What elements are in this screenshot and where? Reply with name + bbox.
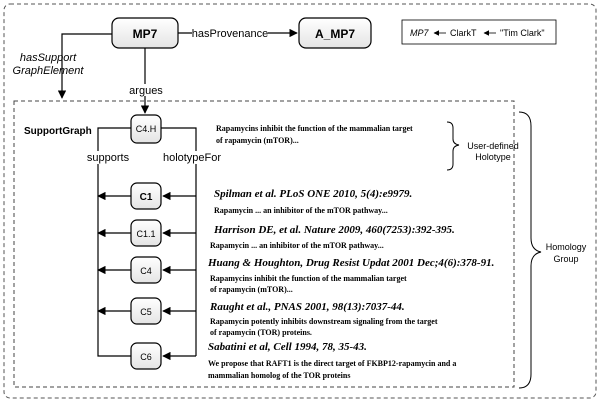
node-mp7-label: MP7 bbox=[133, 27, 158, 41]
outer-frame bbox=[3, 3, 597, 399]
reference-claim-line: mammalian homolog of the TOR proteins bbox=[208, 371, 350, 380]
edge-argues-label: argues bbox=[129, 85, 163, 97]
holotype-claim-line-2: of rapamycin (mTOR)... bbox=[216, 136, 299, 145]
node-c11-label: C1.1 bbox=[136, 229, 155, 239]
support-graph-title: SupportGraph bbox=[24, 126, 92, 137]
node-c5-label: C5 bbox=[140, 307, 152, 317]
reference-c5: Raught et al., PNAS 2001, 98(13):7037-44… bbox=[209, 301, 438, 337]
reference-citation: Spilman et al. PLoS ONE 2010, 5(4):e9979… bbox=[214, 188, 412, 200]
node-c5[interactable]: C5 bbox=[130, 297, 162, 325]
reference-citation: Huang & Houghton, Drug Resist Updat 2001… bbox=[207, 257, 494, 269]
reference-citation: Harrison DE, et al. Nature 2009, 460(725… bbox=[213, 224, 455, 236]
edge-supports-label: supports bbox=[87, 152, 130, 164]
reference-claim-line: Rapamycin ... an inhibitor of the mTOR p… bbox=[214, 206, 388, 215]
node-mp7[interactable]: MP7 bbox=[111, 17, 179, 49]
edge-has-support-label-1: hasSupport bbox=[20, 52, 77, 64]
edge-has-provenance-label: hasProvenance bbox=[192, 28, 268, 40]
support-graph-frame bbox=[13, 100, 515, 388]
holotype-claim-line-1: Rapamycins inhibit the function of the m… bbox=[216, 124, 413, 133]
user-defined-label-1: User-defined bbox=[467, 141, 519, 151]
edge-has-support-label-2: GraphElement bbox=[13, 65, 85, 77]
provenance-clarkt: ClarkT bbox=[450, 28, 477, 38]
node-c4h-label: C4.H bbox=[136, 124, 157, 134]
reference-c6: Sabatini et al, Cell 1994, 78, 35-43. We… bbox=[208, 341, 456, 380]
reference-citation: Sabatini et al, Cell 1994, 78, 35-43. bbox=[208, 341, 367, 353]
node-c6-label: C6 bbox=[140, 352, 152, 362]
node-a-mp7[interactable]: A_MP7 bbox=[298, 17, 372, 49]
user-defined-label-2: Holotype bbox=[475, 152, 511, 162]
reference-claim-line: of rapamycin (TOR) proteins. bbox=[210, 328, 312, 337]
node-c4h[interactable]: C4.H bbox=[130, 114, 162, 144]
node-c4[interactable]: C4 bbox=[130, 256, 162, 284]
reference-c4: Huang & Houghton, Drug Resist Updat 2001… bbox=[207, 257, 494, 294]
edge-has-support-graph-element bbox=[57, 33, 112, 99]
homology-brace bbox=[518, 111, 542, 389]
reference-claim-line: Rapamycin potently inhibits downstream s… bbox=[210, 317, 438, 326]
reference-c11: Harrison DE, et al. Nature 2009, 460(725… bbox=[210, 224, 455, 250]
node-a-mp7-label: A_MP7 bbox=[315, 27, 355, 41]
homology-label-2: Group bbox=[553, 254, 578, 264]
edge-holotype-for-bus bbox=[161, 127, 197, 356]
node-c4-label: C4 bbox=[140, 266, 152, 276]
node-c11[interactable]: C1.1 bbox=[130, 219, 162, 247]
reference-claim-line: of rapamycin (mTOR)... bbox=[210, 285, 293, 294]
provenance-tim-clark: "Tim Clark" bbox=[500, 28, 545, 38]
reference-claim-line: We propose that RAFT1 is the direct targ… bbox=[208, 359, 456, 368]
reference-citation: Raught et al., PNAS 2001, 98(13):7037-44… bbox=[209, 301, 405, 313]
edge-holotype-for-label: holotypeFor bbox=[163, 152, 221, 164]
node-c1-label: C1 bbox=[140, 192, 153, 203]
reference-c1: Spilman et al. PLoS ONE 2010, 5(4):e9979… bbox=[214, 188, 412, 215]
reference-claim-line: Rapamycin ... an inhibitor of the mTOR p… bbox=[210, 241, 384, 250]
node-c1[interactable]: C1 bbox=[130, 182, 162, 210]
holotype-brace bbox=[446, 121, 460, 171]
edge-supports-bus bbox=[97, 127, 131, 357]
node-c6[interactable]: C6 bbox=[130, 342, 162, 370]
homology-label-1: Homology bbox=[546, 242, 587, 252]
provenance-mp7: MP7 bbox=[410, 28, 430, 38]
reference-claim-line: Rapamycins inhibit the function of the m… bbox=[210, 274, 407, 283]
provenance-box: MP7 ClarkT "Tim Clark" bbox=[401, 19, 557, 45]
